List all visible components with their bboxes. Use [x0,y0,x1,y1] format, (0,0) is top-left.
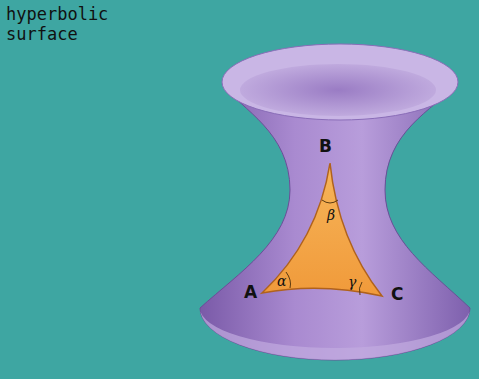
angle-label: α [277,273,286,289]
vertex-label: B [319,136,332,156]
angle-label: γ [348,274,356,290]
vertex-label: C [391,284,403,304]
vertex-label: A [244,282,257,302]
angle-label: β [327,207,335,223]
diagram-title: hyperbolic surface [6,4,126,44]
